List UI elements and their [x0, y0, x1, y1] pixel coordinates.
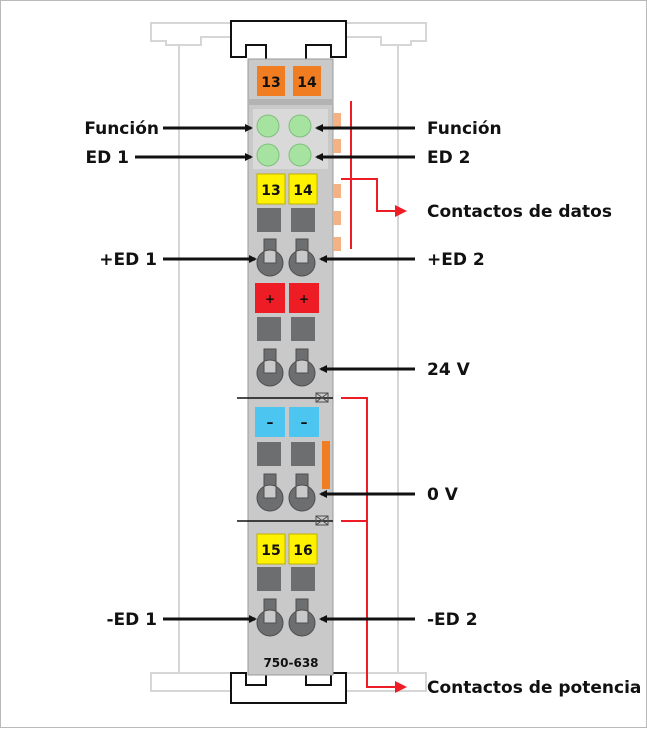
- terminal-plus-left: [255, 283, 285, 313]
- terminal-15: [256, 533, 286, 565]
- terminal-14: [288, 173, 318, 205]
- label-24v: 24 V: [427, 360, 471, 380]
- led-function-left: [256, 114, 280, 138]
- terminal-plus-right: [289, 283, 319, 313]
- label-data-contacts: Contactos de datos: [427, 202, 612, 222]
- terminal-16-label: 16: [293, 543, 312, 559]
- data-contacts-bracket: [341, 101, 407, 249]
- model-number: 750-638: [263, 656, 318, 670]
- label-ed1: ED 1: [86, 148, 129, 168]
- terminal-13-label: 13: [261, 183, 280, 199]
- label-ed2: ED 2: [427, 148, 470, 168]
- label-funcion-left: Función: [84, 119, 159, 139]
- led-function-right: [288, 114, 312, 138]
- power-contact-strip: [322, 441, 330, 489]
- top-clip: [230, 20, 347, 62]
- terminal-15-label: 15: [261, 543, 280, 559]
- power-contact-markers: [315, 392, 329, 526]
- top-terminal-left: [257, 66, 285, 96]
- data-contact-tabs: [333, 113, 341, 251]
- label-0v: 0 V: [427, 485, 459, 505]
- terminal-13: [256, 173, 286, 205]
- terminal-16: [288, 533, 318, 565]
- terminal-minus-right-label: –: [301, 415, 308, 431]
- terminal-plus-right-label: +: [299, 292, 309, 306]
- power-contacts-bracket: [341, 397, 407, 693]
- push-buttons: [257, 208, 315, 591]
- terminal-14-label: 14: [293, 183, 313, 199]
- label-plus-ed2: +ED 2: [427, 250, 485, 270]
- terminal-minus-right: [289, 407, 319, 437]
- housing-top-lip: [248, 99, 333, 105]
- terminal-plus-left-label: +: [265, 292, 275, 306]
- clamp-openings: [256, 238, 316, 637]
- top-terminal-right: [293, 66, 321, 96]
- label-minus-ed2: -ED 2: [427, 610, 478, 630]
- top-terminal-right-label: 14: [297, 75, 317, 91]
- pointer-arrows: [135, 124, 415, 623]
- label-funcion-right: Función: [427, 119, 502, 139]
- led-ed1: [256, 143, 280, 167]
- label-plus-ed1: +ED 1: [99, 250, 157, 270]
- top-terminal-left-label: 13: [261, 75, 280, 91]
- label-minus-ed1: -ED 1: [106, 610, 157, 630]
- terminal-minus-left-label: –: [267, 415, 274, 431]
- terminal-minus-left: [255, 407, 285, 437]
- label-power-contacts: Contactos de potencia: [427, 678, 641, 698]
- led-ed2: [288, 143, 312, 167]
